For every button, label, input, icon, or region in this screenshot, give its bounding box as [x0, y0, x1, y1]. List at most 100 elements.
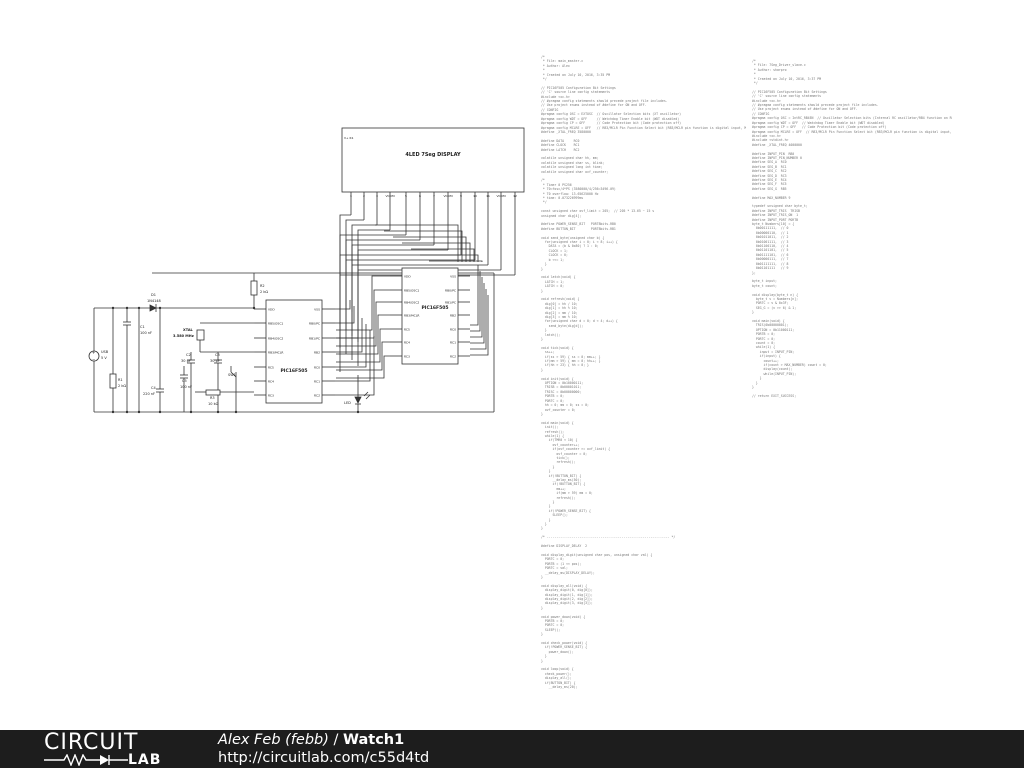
c4-label: C4 — [151, 386, 156, 390]
display-bus-wire — [420, 254, 479, 262]
pic-master-right-pin: RB2 — [314, 351, 320, 355]
display-pin-number: 6 — [419, 194, 421, 198]
circuit-url[interactable]: http://circuitlab.com/c55d4td — [218, 750, 430, 766]
d1-label: D1 — [151, 293, 156, 297]
pic-master-right-pin: RB1/PC — [309, 337, 320, 341]
chip-interconnect — [336, 341, 390, 371]
c2-label: C2 — [186, 353, 191, 357]
display-pin-number: 7 — [433, 194, 435, 198]
led-label: LED — [344, 401, 351, 405]
display-bus-wire — [470, 295, 489, 356]
xtal-value: 3.580 MHz — [173, 334, 194, 338]
led-ray — [365, 394, 371, 400]
sw1-label: SW1 — [228, 373, 236, 377]
chip-interconnect — [335, 300, 351, 310]
pic-master-left-pin: RB5/OSC1 — [268, 322, 283, 326]
usb-minus: − — [92, 357, 95, 362]
circuit-name[interactable]: Watch1 — [343, 732, 405, 748]
chip-interconnect — [335, 336, 375, 396]
pic-master-left-pin: RB3/MCLR — [268, 351, 284, 355]
display-bus-wire — [375, 224, 459, 262]
display-bus-wire — [339, 214, 351, 300]
junction-dot — [158, 410, 162, 414]
pic-master-name: PIC16F505 — [280, 368, 307, 374]
display-pin-number: 11 — [486, 194, 490, 198]
pic-master-chip — [265, 299, 323, 404]
pic-master-right-pin: RC1 — [314, 380, 320, 384]
logo-text-lab: LAB — [128, 752, 162, 768]
display-pin-number: VCOM — [496, 194, 506, 198]
circuit-title: Alex Feb (febb) / Watch1 — [218, 732, 404, 748]
display-pin-number: 1 — [350, 194, 352, 198]
c3-value: 30 pF — [210, 359, 220, 363]
crystal-xtal — [196, 329, 205, 341]
chip-interconnect — [335, 312, 359, 339]
usb-plus: + — [92, 350, 95, 355]
display-corner-label: V+ R1 — [344, 136, 354, 140]
resistor-r2 — [250, 280, 258, 296]
c5-label: C5 — [182, 379, 187, 383]
chip-interconnect — [336, 355, 390, 379]
pic-master-left-pin: VDD — [268, 308, 275, 312]
display-bus-wire — [402, 242, 471, 262]
chip-interconnect — [335, 330, 371, 382]
pic-master-left-pin: RC4 — [268, 380, 274, 384]
pic-slave-right-pin: VSS — [450, 275, 456, 279]
led-diode — [354, 396, 362, 404]
pic-slave-left-pin: RB4/OSC2 — [404, 301, 419, 305]
pic-master-left-pin: RC3 — [268, 394, 274, 398]
junction-dot — [216, 410, 220, 414]
junction-dot — [137, 410, 141, 414]
code-listing-slave: /* * File: 7Seg_Driver_slave.c * Author:… — [752, 59, 952, 398]
pic-slave-right-pin: RB0/PC — [445, 289, 456, 293]
display-bus-wire — [351, 264, 488, 360]
c1-label: C1 — [140, 325, 145, 329]
pic-master-right-pin: RC0 — [314, 366, 320, 370]
display-pin-number: VCOM — [385, 194, 395, 198]
c3-label: C3 — [215, 353, 220, 357]
chip-interconnect — [336, 301, 390, 347]
title-separator: / — [328, 732, 343, 748]
pic-slave-left-pin: RC4 — [404, 341, 410, 345]
junction-dot — [158, 306, 162, 310]
display-pin-number: 3 — [376, 194, 378, 198]
display-bus-wire — [411, 248, 475, 262]
r1-value: 2 kΩ — [118, 384, 126, 388]
chip-interconnect — [336, 275, 390, 331]
led-ray — [363, 391, 369, 397]
junction-dot — [252, 306, 256, 310]
author-link[interactable]: Alex Feb (febb) — [218, 732, 329, 748]
pic-master-left-pin: RB4/OSC2 — [268, 337, 283, 341]
xtal-label: XTAL — [183, 328, 194, 332]
logo-text-circuit: CIRCUIT — [44, 730, 139, 755]
pic-slave-chip — [401, 267, 459, 365]
diode-d1 — [149, 304, 157, 312]
pic-slave-left-pin: RC5 — [404, 328, 410, 332]
pic-slave-left-pin: RC3 — [404, 355, 410, 359]
pic-master-right-pin: VSS — [314, 308, 320, 312]
chip-interconnect — [336, 314, 390, 355]
junction-dot — [111, 410, 115, 414]
display-bus-wire — [429, 260, 483, 262]
pic-slave-left-pin: RB5/OSC1 — [404, 289, 419, 293]
junction-dot — [356, 410, 360, 414]
display-pin-number: 5 — [405, 194, 407, 198]
d1-value: 1N4148 — [147, 299, 161, 303]
pic-slave-name: PIC16F505 — [421, 305, 448, 311]
junction-dot — [125, 306, 129, 310]
pic-slave-right-pin: RC0 — [450, 328, 456, 332]
display-pin-number: 10 — [473, 194, 477, 198]
display-bus-wire — [339, 234, 406, 324]
junction-dot — [234, 410, 238, 414]
circuitlab-logo[interactable]: CIRCUIT LAB — [44, 730, 184, 768]
pic-slave-left-pin: RB3/MCLR — [404, 314, 420, 318]
junction-dot — [111, 306, 115, 310]
r2-label: R2 — [260, 284, 265, 288]
usb-value: 5 V — [101, 356, 107, 360]
display-bus-wire — [470, 289, 487, 350]
wires — [93, 192, 516, 413]
pic-master-left-pin: RC5 — [268, 366, 274, 370]
resistor-r3 — [205, 389, 221, 396]
